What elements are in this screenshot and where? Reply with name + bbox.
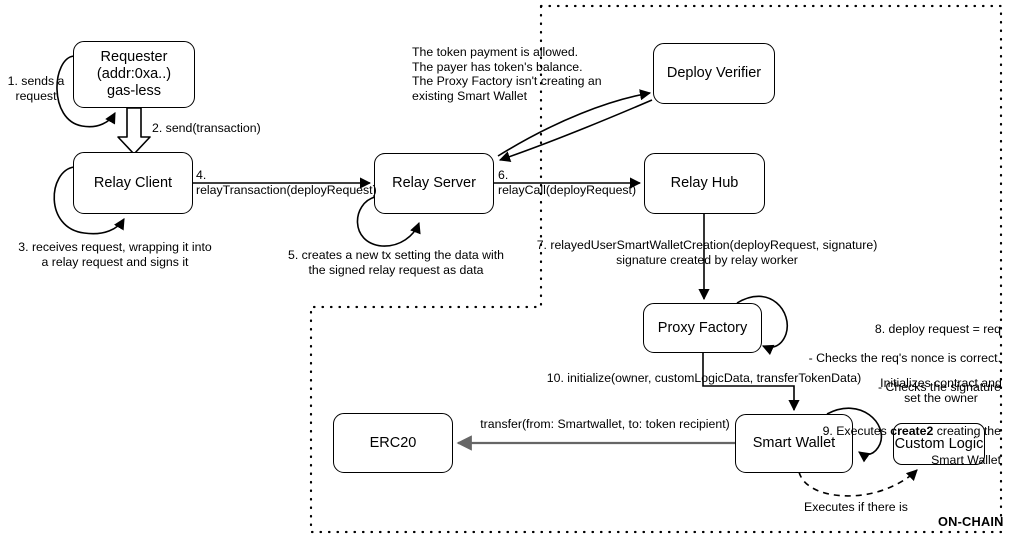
note-factory-create2-keyword: create2 — [890, 423, 934, 438]
edge-relay-client-self — [53, 166, 125, 235]
edge-label-step10: 10. initialize(owner, customLogicData, t… — [546, 371, 862, 385]
edge-label-step3: 3. receives request, wrapping it into a … — [18, 240, 212, 269]
node-smart-wallet[interactable]: Smart Wallet — [735, 414, 853, 473]
note-verifier-conditions: The token payment is allowed. The payer … — [412, 45, 602, 103]
node-relay-client[interactable]: Relay Client — [73, 152, 193, 214]
edge-label-step4: 4. relayTransaction(deployRequest) — [196, 168, 377, 197]
edge-label-step2: 2. send(transaction) — [152, 121, 261, 135]
node-proxy-factory[interactable]: Proxy Factory — [643, 303, 762, 353]
edge-deploy-verifier-to-relay-server — [498, 99, 653, 162]
node-erc20[interactable]: ERC20 — [333, 413, 453, 473]
edge-label-executes-if-there-is: Executes if there is — [804, 500, 908, 514]
note-proxy-factory-checks: 8. deploy request = req - Checks the req… — [770, 307, 1001, 482]
note-factory-line-4-pre: 9. Executes — [822, 423, 891, 438]
note-factory-line-4: 9. Executes create2 creating the — [770, 409, 1001, 438]
edge-label-step6: 6. relayCall(deployRequest) — [498, 168, 637, 197]
node-relay-hub[interactable]: Relay Hub — [644, 153, 765, 214]
edge-relay-server-self — [356, 196, 421, 247]
note-factory-line-4-post: creating the — [933, 423, 1001, 438]
edge-label-step1: 1. sends a request — [7, 74, 65, 103]
note-factory-line-1: 8. deploy request = req — [874, 321, 1001, 336]
edge-smart-wallet-self — [826, 407, 883, 463]
note-factory-line-2: - Checks the req's nonce is correct. — [808, 350, 1001, 365]
edge-label-step7: 7. relayedUserSmartWalletCreation(deploy… — [536, 238, 878, 267]
edge-requester-self — [56, 55, 116, 128]
edge-requester-to-relay-client — [117, 107, 151, 155]
node-deploy-verifier[interactable]: Deploy Verifier — [653, 43, 775, 104]
edge-label-step5: 5. creates a new tx setting the data wit… — [287, 248, 504, 277]
onchain-region-boundary — [309, 4, 1003, 534]
edge-label-transfer: transfer(from: Smartwallet, to: token re… — [480, 417, 730, 431]
edge-proxy-factory-self — [736, 295, 789, 356]
note-factory-line-3: - Checks the signature — [877, 379, 1001, 394]
node-relay-server[interactable]: Relay Server — [374, 153, 494, 214]
node-custom-logic[interactable]: Custom Logic — [893, 423, 985, 465]
edge-smart-wallet-to-custom-logic — [798, 469, 918, 497]
note-initializes-contract: Initializes contract and set the owner — [880, 376, 1002, 405]
edge-proxy-factory-to-smart-wallet — [702, 352, 800, 412]
node-requester[interactable]: Requester (addr:0xa..) gas-less — [73, 41, 195, 108]
note-factory-line-5: Smart Wallet — [931, 452, 1001, 467]
edge-relay-server-to-deploy-verifier — [497, 89, 652, 157]
onchain-region-label: ON-CHAIN — [938, 514, 1004, 529]
